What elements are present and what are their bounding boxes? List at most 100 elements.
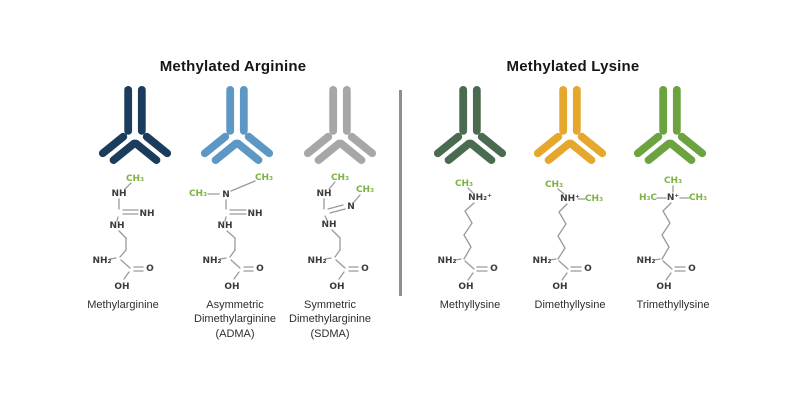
atom-label: CH₃	[585, 194, 603, 204]
atom-label: CH₃	[455, 179, 473, 189]
bond-line	[464, 260, 475, 270]
bond-line	[558, 211, 567, 225]
atom-label: H₃C	[639, 193, 657, 203]
atom-label: N	[347, 202, 355, 212]
molecule-diagram: CH₃ NH₂⁺ NH₂ O OH	[437, 179, 498, 292]
label-methyllysine: Methyllysine	[439, 299, 501, 311]
bond-line	[327, 204, 344, 210]
antibody-chain-bar	[444, 139, 473, 164]
bond-line	[328, 181, 336, 190]
bond-line	[335, 259, 346, 269]
atom-label: CH₃	[545, 180, 563, 190]
bond-line	[549, 258, 557, 261]
atom-label: OH	[329, 282, 344, 292]
bond-line	[324, 257, 332, 260]
antibody-chain-bar	[677, 132, 707, 158]
bond-line	[116, 216, 119, 222]
bond-line	[109, 257, 117, 260]
bond-line	[464, 202, 475, 212]
atom-label: CH₃	[126, 174, 144, 184]
bond-line	[118, 230, 127, 239]
atom-label: O	[361, 264, 369, 274]
antibody-shape	[98, 85, 172, 164]
label-methylarginine: Methylarginine	[87, 299, 159, 311]
atom-label: NH₂⁺	[468, 193, 492, 203]
antibody-chain-bar	[644, 139, 673, 164]
bond-line	[557, 235, 566, 249]
antibody-chain-bar	[667, 139, 696, 164]
bond-line	[662, 202, 672, 212]
atom-label: NH	[316, 189, 331, 199]
bond-line	[467, 272, 474, 281]
bond-line	[558, 203, 568, 213]
bond-line	[233, 271, 240, 280]
bond-line	[463, 234, 472, 248]
bond-line	[467, 187, 474, 194]
bond-line	[557, 247, 566, 260]
antibody-chain-bar	[314, 139, 343, 164]
structure-dimethyllysine: CH₃ NH⁺ CH₃ NH₂ O OH	[523, 166, 623, 298]
bond-line	[661, 234, 670, 248]
antibody-chain-bar	[467, 139, 496, 164]
bond-line	[119, 249, 127, 258]
bond-line	[123, 271, 130, 280]
bond-line	[224, 216, 227, 222]
bond-line	[120, 259, 131, 269]
bond-line	[561, 272, 568, 281]
bond-line	[463, 246, 472, 260]
antibody-chain-bar	[433, 132, 463, 158]
label-trimethyllysine: Trimethyllysine	[636, 299, 710, 311]
bond-line	[454, 258, 462, 261]
structure-methyllysine: CH₃ NH₂⁺ NH₂ O OH	[428, 166, 528, 298]
label-dimethyllysine: Dimethyllysine	[534, 299, 606, 311]
bond-line	[338, 271, 345, 280]
atom-label: NH	[247, 209, 262, 219]
bond-line	[229, 249, 236, 258]
atom-label: OH	[458, 282, 473, 292]
atom-label: N	[222, 190, 230, 200]
bond-line	[353, 194, 361, 203]
atom-label: N⁺	[667, 193, 680, 203]
antibody-icon-gray	[301, 84, 379, 166]
atom-label: NH₂	[532, 256, 551, 266]
atom-label: CH₃	[689, 193, 707, 203]
bond-line	[557, 223, 567, 237]
bond-line	[331, 229, 341, 239]
atom-label: NH⁺	[560, 194, 580, 204]
antibody-icon-light-blue	[198, 84, 276, 166]
atom-label: O	[490, 264, 498, 274]
antibody-chain-bar	[109, 139, 138, 164]
atom-label: NH₂	[437, 256, 456, 266]
atom-label: OH	[552, 282, 567, 292]
bond-line	[558, 260, 569, 270]
bond-line	[661, 222, 671, 236]
section-divider	[399, 90, 402, 296]
atom-label: CH₃	[189, 189, 207, 199]
antibody-chain-bar	[142, 132, 172, 158]
atom-label: NH₂	[307, 256, 326, 266]
antibody-shape	[533, 85, 607, 164]
atom-label: NH	[321, 220, 336, 230]
bond-line	[329, 208, 346, 214]
bond-line	[219, 257, 227, 260]
antibody-shape	[433, 85, 507, 164]
antibody-chain-bar	[98, 132, 128, 158]
label-sdma: Symmetric Dimethylarginine (SDMA)	[289, 299, 371, 340]
atom-label: CH₃	[255, 173, 273, 183]
antibody-chain-bar	[337, 139, 366, 164]
atom-label: O	[584, 264, 592, 274]
atom-label: NH₂	[92, 256, 111, 266]
molecule-diagram: CH₃ NH⁺ CH₃ NH₂ O OH	[532, 180, 603, 292]
atom-label: NH	[139, 209, 154, 219]
antibody-chain-bar	[533, 132, 563, 158]
antibody-icon-yellow	[531, 84, 609, 166]
antibody-chain-bar	[347, 132, 377, 158]
atom-label: O	[688, 264, 696, 274]
atom-label: NH	[111, 189, 126, 199]
